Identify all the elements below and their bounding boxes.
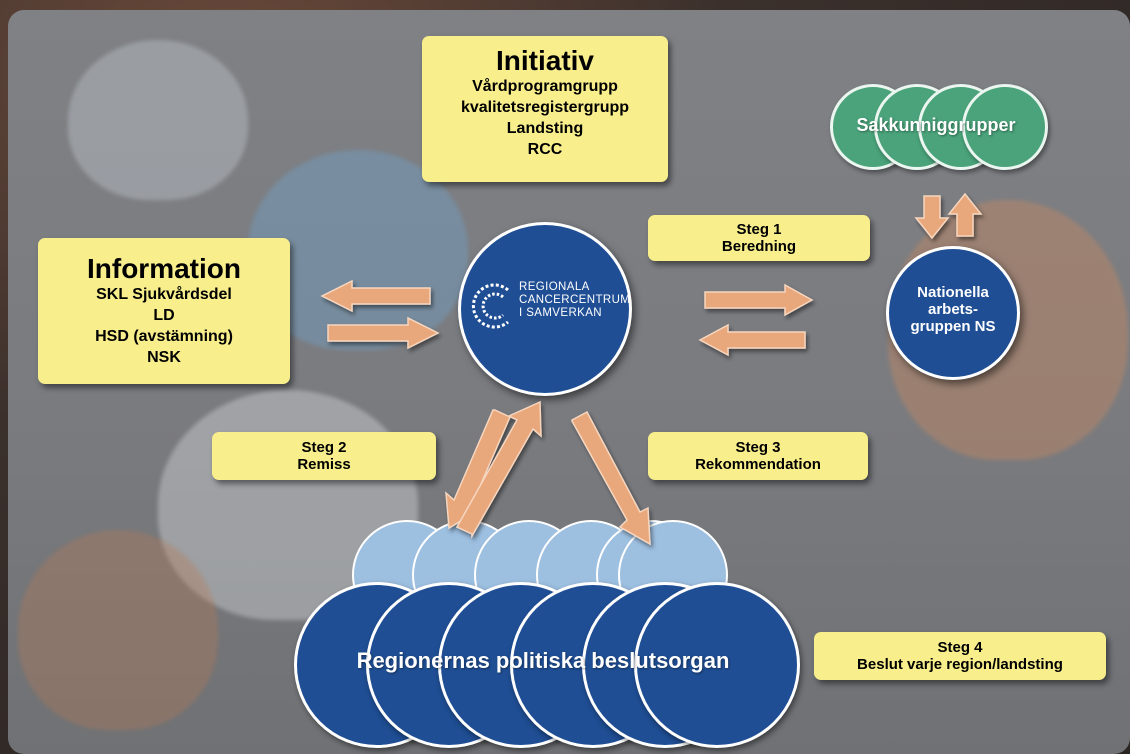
region-circle-front [634,582,800,748]
arrow-to-regions-left [445,409,511,530]
arrow-from-information [327,316,440,350]
step-2-box: Steg 2 Remiss [212,432,436,480]
information-title: Information [87,253,241,284]
national-group-line: Nationella [917,284,989,301]
hand-print-orange-2 [18,530,218,730]
arrow-down-national-group [914,195,950,240]
step-text: Beslut varje region/landsting [857,656,1063,673]
arrow-to-regions-right [571,410,651,546]
national-group-line: gruppen NS [910,318,996,335]
step-text: Beredning [721,238,797,255]
step-title: Steg 1 [736,221,782,238]
rcc-logo-text: REGIONALA CANCERCENTRUM I SAMVERKAN [519,281,631,320]
hand-print-white-2 [68,40,248,200]
initiative-box: Initiativ Vårdprogramgrupp kvalitetsregi… [422,36,668,182]
rcc-center-circle [458,222,632,396]
initiative-title: Initiativ [495,45,594,76]
national-group-line: arbets- [927,301,979,318]
expert-group-circle [962,84,1048,170]
information-line: NSK [147,349,181,366]
regions-label: Regionernas politiska beslutsorgan [356,648,730,673]
step-4-box: Steg 4 Beslut varje region/landsting [814,632,1106,680]
step-title: Steg 2 [301,439,347,456]
initiative-line: Vårdprogramgrupp [472,78,618,95]
step-text: Remiss [297,456,351,473]
national-group-circle [886,246,1020,380]
arrow-up-sakkunnig [947,192,983,237]
information-line: SKL Sjukvårdsdel [96,286,232,303]
step-3-box: Steg 3 Rekommendation [648,432,868,480]
information-line: LD [153,307,175,324]
information-line: HSD (avstämning) [95,328,233,345]
arrow-to-national-group [704,283,814,317]
initiative-line: RCC [527,141,563,158]
arrow-from-national-group [698,323,806,357]
expert-groups-label: Sakkunniggrupper [856,115,1016,135]
information-box: Information SKL Sjukvårdsdel LD HSD (avs… [38,238,290,384]
initiative-line: kvalitetsregistergrupp [460,99,630,116]
rcc-text-line: CANCERCENTRUM [519,294,631,306]
national-group-label: Nationella arbets- gruppen NS [889,284,1017,335]
step-title: Steg 3 [735,439,781,456]
initiative-line: Landsting [506,120,584,137]
arrow-to-information [320,279,431,313]
step-text: Rekommendation [695,456,821,473]
step-title: Steg 4 [937,639,983,656]
arrow-from-regions [455,400,542,539]
rcc-text-line: REGIONALA [519,281,590,293]
rcc-text-line: I SAMVERKAN [519,307,603,319]
rcc-logo-icon [471,283,509,329]
step-1-box: Steg 1 Beredning [648,215,870,261]
